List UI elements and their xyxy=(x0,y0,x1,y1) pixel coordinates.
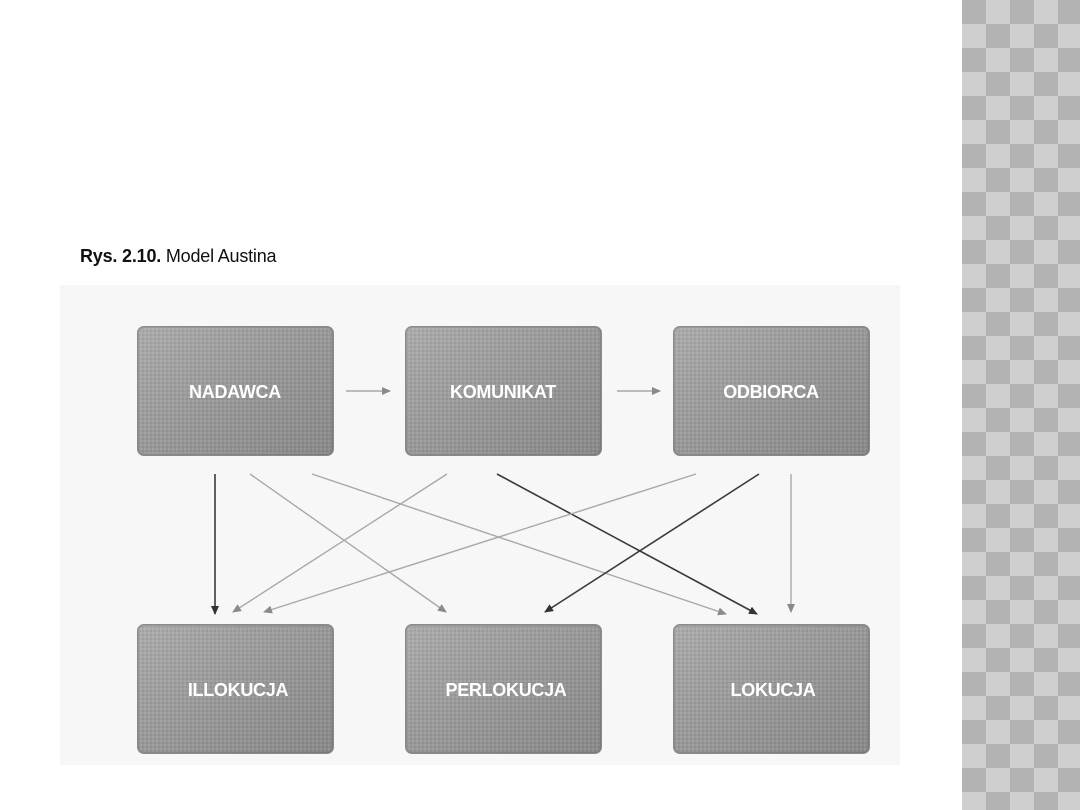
box-illokucja: ILLOKUCJA xyxy=(137,624,334,754)
box-komunikat: KOMUNIKAT xyxy=(405,326,602,456)
caption-title: Model Austina xyxy=(165,246,277,266)
arrow-komunikat-to-lokucja xyxy=(496,473,758,615)
austin-model-diagram: NADAWCA KOMUNIKAT ODBIORCA ILLOKUCJA PER… xyxy=(137,326,870,754)
arrow-nadawca-to-perlokucja xyxy=(249,473,447,613)
arrow-odbiorca-to-perlokucja xyxy=(544,473,760,613)
arrow-komunikat-to-illokucja xyxy=(232,473,448,613)
box-lokucja: LOKUCJA xyxy=(673,624,870,754)
slide: Rys. 2.10. Model Austina NAD xyxy=(80,246,870,754)
box-label-illokucja: ILLOKUCJA xyxy=(188,680,289,700)
box-odbiorca: ODBIORCA xyxy=(673,326,870,456)
box-label-perlokucja: PERLOKUCJA xyxy=(445,680,566,700)
edge-layer xyxy=(211,387,795,616)
arrow-odbiorca-to-illokucja xyxy=(263,473,697,614)
arrow-nadawca-to-lokucja xyxy=(311,473,727,616)
box-label-komunikat: KOMUNIKAT xyxy=(450,382,556,402)
box-label-nadawca: NADAWCA xyxy=(189,382,281,402)
box-nadawca: NADAWCA xyxy=(137,326,334,456)
figure-caption: Rys. 2.10. Model Austina xyxy=(80,246,277,267)
box-label-odbiorca: ODBIORCA xyxy=(723,382,819,402)
side-panel-pattern xyxy=(962,0,1080,810)
box-label-lokucja: LOKUCJA xyxy=(731,680,816,700)
box-perlokucja: PERLOKUCJA xyxy=(405,624,602,754)
caption-number: Rys. 2.10. xyxy=(80,246,162,266)
